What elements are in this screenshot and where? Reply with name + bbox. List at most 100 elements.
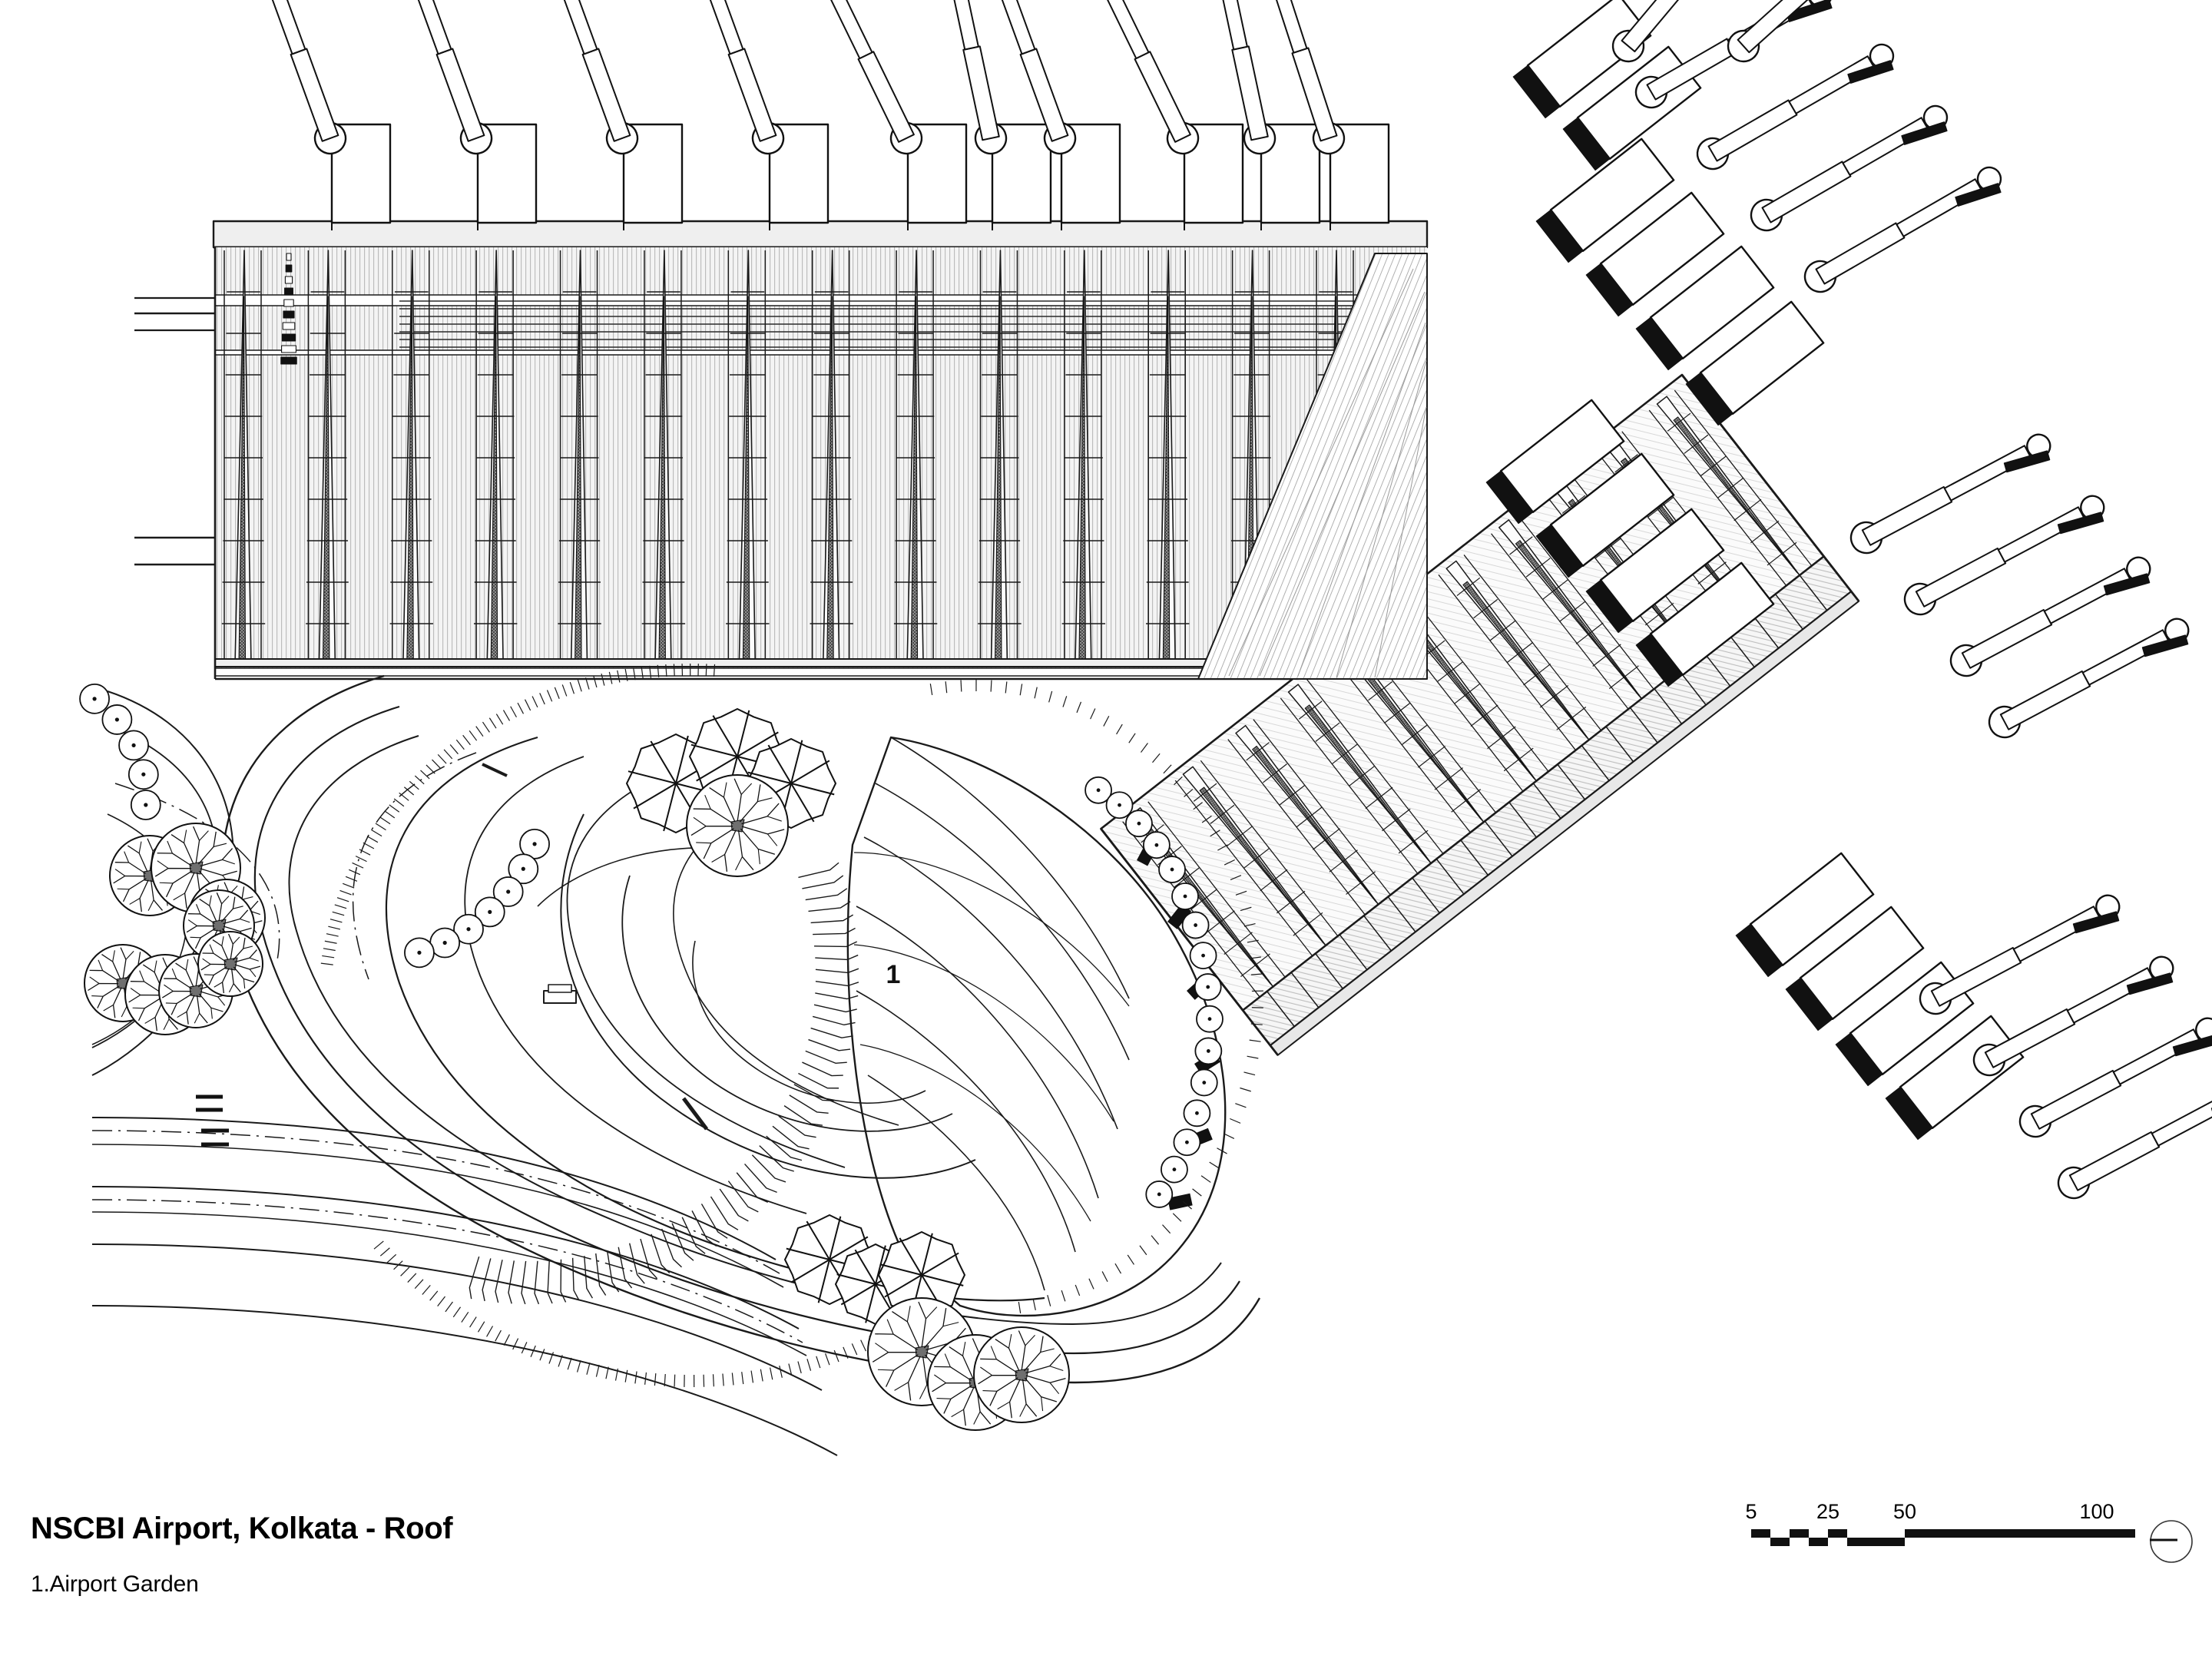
- kerb-hatch-tick: [554, 687, 560, 699]
- jet-bridge: [1988, 618, 2190, 739]
- gate-stand: [1635, 561, 1775, 687]
- sapling-marker: [130, 790, 161, 820]
- forecourt-tree-marker: [1158, 856, 1186, 883]
- kerb-hatch-tick: [1174, 776, 1183, 786]
- gate-stand: [1635, 245, 1775, 371]
- kerb-hatch-tick: [633, 667, 636, 680]
- gate-stand: [1535, 137, 1675, 263]
- kerb-hatch-tick: [324, 940, 337, 944]
- kerb-hatch-tick: [945, 681, 948, 694]
- ramp-chevron: [778, 1115, 816, 1138]
- jet-bridge: [260, 0, 347, 155]
- ramp-chevron: [805, 1050, 847, 1064]
- kerb-hatch-tick: [713, 664, 716, 677]
- lane-arrow: [196, 1094, 229, 1147]
- kerb-hatch-tick: [788, 1363, 793, 1376]
- kerb-paving-hatch: [320, 664, 1263, 1387]
- kerb-hatch-tick: [414, 1279, 424, 1290]
- gate-stand: [330, 123, 392, 230]
- scale-bar-segment: [1809, 1538, 1828, 1546]
- ramp-chevron: [798, 862, 839, 879]
- pier-skylight-fin: [1174, 760, 1339, 957]
- jet-bridge: [1949, 556, 2151, 677]
- kerb-hatch-tick: [469, 730, 478, 741]
- kerb-hatch-tick: [1075, 1284, 1081, 1296]
- kerb-hatch-tick: [1152, 753, 1161, 763]
- kerb-hatch-tick: [770, 1367, 773, 1380]
- jet-bridge-bellows: [2072, 911, 2120, 934]
- ramp-chevron: [700, 1204, 728, 1239]
- kerb-hatch-tick: [461, 1311, 469, 1323]
- ramp-chevron: [661, 1228, 682, 1268]
- kerb-hatch-tick: [517, 702, 525, 714]
- kerb-hatch-tick: [649, 665, 652, 678]
- legend-entry-1: 1.Airport Garden: [31, 1571, 199, 1597]
- ramp-chevron: [815, 980, 859, 987]
- kerb-hatch-tick: [595, 1364, 600, 1377]
- kerb-hatch-tick: [546, 690, 553, 702]
- pier-skylight-fin: [1333, 637, 1497, 833]
- gate-stand: [1535, 452, 1675, 578]
- forecourt-tree-marker: [1194, 1037, 1223, 1065]
- kerb-hatch-tick: [1062, 696, 1068, 707]
- kerb-hatch-tick: [486, 1326, 494, 1337]
- ramp-chevron: [595, 1253, 607, 1296]
- kerb-hatch-tick: [644, 1372, 647, 1385]
- roof-service-gantry: [399, 300, 1427, 348]
- pier-skylight-fin: [1227, 719, 1391, 916]
- roof-skylight-fin: [978, 250, 1022, 666]
- kerb-hatch-tick: [601, 673, 605, 686]
- titleblock: NSCBI Airport, Kolkata - Roof 1.Airport …: [31, 1512, 952, 1598]
- gate-marker: [1512, 65, 1561, 119]
- kerb-hatch-tick: [539, 693, 545, 705]
- kerb-hatch-tick: [561, 684, 568, 697]
- kerb-hatch-tick: [1032, 1299, 1036, 1310]
- jet-bridge: [1919, 894, 2121, 1015]
- keynote-number: 1: [886, 960, 901, 989]
- kerb-hatch-tick: [614, 1368, 619, 1381]
- ramp-chevron: [744, 1163, 777, 1194]
- kerb-hatch-tick: [495, 1330, 502, 1342]
- jet-bridge-bellows: [1847, 60, 1894, 84]
- kerb-hatch-tick: [1128, 733, 1136, 743]
- kerb-hatch-tick: [797, 1361, 802, 1374]
- sapling-marker: [118, 730, 149, 761]
- ramp-chevron: [815, 954, 859, 961]
- kerb-hatch-tick: [379, 816, 391, 825]
- kerb-hatch-tick: [586, 1363, 591, 1375]
- kerb-hatch-tick: [414, 775, 425, 785]
- kerb-hatch-tick: [403, 786, 415, 796]
- airport-garden: [482, 763, 976, 1179]
- ramp-chevron: [813, 927, 856, 935]
- jet-bridge-bellows: [2172, 1034, 2212, 1057]
- kerb-hatch-tick: [539, 1349, 545, 1361]
- ramp-chevron: [808, 1038, 851, 1051]
- sapling-marker: [453, 913, 484, 945]
- gate-stand: [1785, 906, 1925, 1031]
- gate-marker: [1735, 923, 1783, 978]
- kerb-hatch-tick: [359, 849, 371, 856]
- kerb-hatch-tick: [1182, 1200, 1192, 1210]
- kerb-hatch-tick: [1018, 1301, 1022, 1313]
- sapling-marker: [474, 896, 505, 928]
- ramp-chevron: [671, 1223, 694, 1261]
- kerb-hatch-tick: [1192, 1188, 1202, 1197]
- jet-bridge-bellows: [2141, 634, 2189, 657]
- kerb-hatch-tick: [384, 810, 396, 819]
- scale-bar-graphic: [1751, 1529, 2135, 1546]
- kerb-hatch-tick: [990, 680, 992, 692]
- scale-bar-segment: [1751, 1529, 1770, 1538]
- kerb-hatch-tick: [1139, 1245, 1147, 1256]
- pier-skylight-fin: [1491, 513, 1654, 710]
- kerb-hatch-tick: [1162, 1224, 1171, 1234]
- kerb-hatch-tick: [449, 744, 459, 755]
- gate-stand: [1485, 399, 1625, 525]
- kerb-hatch-tick: [512, 1338, 519, 1350]
- kerb-hatch-tick: [1201, 815, 1212, 823]
- jet-bridge: [1696, 43, 1895, 171]
- gate-stand: [1735, 852, 1875, 978]
- sapling-marker: [404, 937, 435, 969]
- kerb-hatch-tick: [437, 1296, 446, 1306]
